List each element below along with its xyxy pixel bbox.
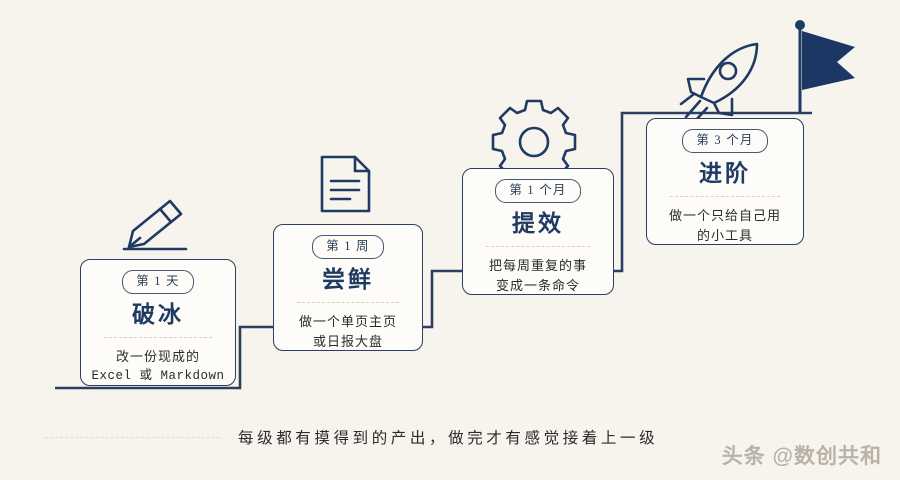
watermark: 头条 @数创共和 xyxy=(721,445,882,468)
step-badge: 第 3 个月 xyxy=(682,129,768,153)
step-card-2[interactable]: 第 1 周 尝鲜 做一个单页主页 或日报大盘 xyxy=(273,224,423,351)
step-desc-line1: 把每周重复的事 xyxy=(488,257,587,273)
caption-row: 每级都有摸得到的产出，做完才有感觉接着上一级 xyxy=(0,424,900,450)
step-title: 破冰 xyxy=(132,301,184,327)
flag-icon xyxy=(795,20,855,113)
step-desc-line2: 的小工具 xyxy=(696,227,753,243)
card-divider xyxy=(104,336,212,338)
document-icon xyxy=(320,155,371,213)
step-title: 提效 xyxy=(512,210,564,236)
step-card-4[interactable]: 第 3 个月 进阶 做一个只给自己用 的小工具 xyxy=(646,118,804,245)
caption-text: 每级都有摸得到的产出，做完才有感觉接着上一级 xyxy=(238,430,659,447)
step-desc: 做一个单页主页 或日报大盘 xyxy=(299,312,397,352)
step-desc-line2: 或日报大盘 xyxy=(312,333,383,349)
step-desc-line1: 改一份现成的 xyxy=(115,348,200,364)
step-badge: 第 1 周 xyxy=(312,235,384,259)
step-badge: 第 1 个月 xyxy=(495,179,581,203)
card-divider xyxy=(485,245,591,247)
step-title: 尝鲜 xyxy=(322,266,374,292)
step-badge: 第 1 天 xyxy=(122,270,194,294)
step-desc: 做一个只给自己用 的小工具 xyxy=(669,206,781,246)
step-desc: 改一份现成的 Excel 或 Markdown xyxy=(91,347,224,387)
step-desc-line1: 做一个只给自己用 xyxy=(668,207,781,223)
staircase-path xyxy=(55,111,812,390)
card-divider xyxy=(296,301,400,303)
step-desc-line2: 变成一条命令 xyxy=(495,277,580,293)
step-card-3[interactable]: 第 1 个月 提效 把每周重复的事 变成一条命令 xyxy=(462,168,614,295)
rocket-icon xyxy=(679,42,759,122)
pencil-icon xyxy=(122,199,188,251)
step-desc-line2: Excel 或 Markdown xyxy=(91,368,225,383)
step-desc-line1: 做一个单页主页 xyxy=(298,313,397,329)
step-desc: 把每周重复的事 变成一条命令 xyxy=(489,256,587,296)
step-card-1[interactable]: 第 1 天 破冰 改一份现成的 Excel 或 Markdown xyxy=(80,259,236,386)
card-divider xyxy=(670,195,780,197)
caption-dashed-rule xyxy=(45,436,220,438)
step-title: 进阶 xyxy=(699,160,751,186)
